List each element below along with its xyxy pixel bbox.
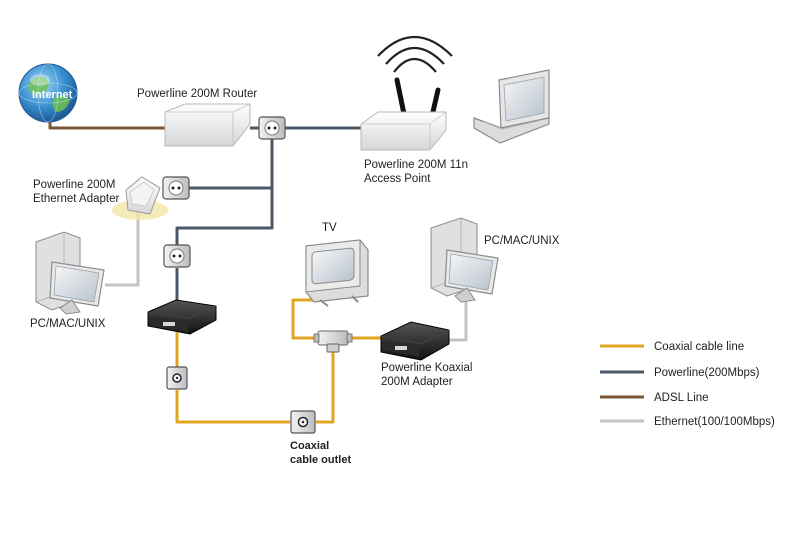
wall-socket-icon <box>163 244 191 268</box>
desktop-computer-icon <box>430 217 499 303</box>
tv-label: TV <box>322 222 337 234</box>
coax-powerline-adapter-device <box>147 299 217 335</box>
ethernet-adapter-device <box>125 176 161 215</box>
coax-outlet-label-line1: Coaxial <box>290 440 329 452</box>
desktop-computer-icon <box>35 231 105 315</box>
ethernet-adapter-label-line2: Ethernet Adapter <box>33 193 119 205</box>
ethernet-koaxial-adapter-to-right-pc <box>447 298 468 342</box>
legend-label-adsl: ADSL Line <box>654 392 709 404</box>
legend-label-coax: Coaxial cable line <box>654 341 744 353</box>
laptop-icon <box>473 69 550 144</box>
wall-socket-icon <box>162 176 190 200</box>
powerline-trunk <box>175 138 274 245</box>
globe-icon <box>18 63 78 123</box>
coax-tv-to-splitter <box>291 298 318 340</box>
legend-label-ethernet: Ethernet(100/100Mbps) <box>654 416 775 428</box>
ethernet-adapter-to-left-pc <box>105 212 140 287</box>
legend-label-powerline: Powerline(200Mbps) <box>654 367 760 379</box>
pc-left-label: PC/MAC/UNIX <box>30 318 106 330</box>
coax-outlet-label-line2: cable outlet <box>290 454 351 466</box>
pc-right-label: PC/MAC/UNIX <box>484 235 560 247</box>
wall-socket-icon <box>258 116 286 140</box>
koaxial-adapter-label-line1: Powerline Koaxial <box>381 362 472 374</box>
access-point-device <box>360 77 447 151</box>
access-point-label-line1: Powerline 200M 11n <box>364 159 468 171</box>
coax-outlet-icon <box>290 410 316 434</box>
coax-outlet-to-splitter <box>316 350 335 424</box>
ethernet-adapter-label-line1: Powerline 200M <box>33 179 115 191</box>
router-label: Powerline 200M Router <box>137 88 257 100</box>
tv-icon <box>305 239 369 307</box>
legend: Coaxial cable line Powerline(200Mbps) AD… <box>600 341 775 428</box>
koaxial-adapter-device <box>380 321 450 361</box>
coax-splitter-icon <box>313 330 353 353</box>
router-device <box>164 103 251 147</box>
access-point-label-line2: Access Point <box>364 173 431 185</box>
internet-label: Internet <box>32 89 73 101</box>
coax-port-icon <box>166 366 188 390</box>
coax-left-run <box>175 332 290 424</box>
wifi-signal-icon <box>377 35 453 73</box>
koaxial-adapter-label-line2: 200M Adapter <box>381 376 453 388</box>
